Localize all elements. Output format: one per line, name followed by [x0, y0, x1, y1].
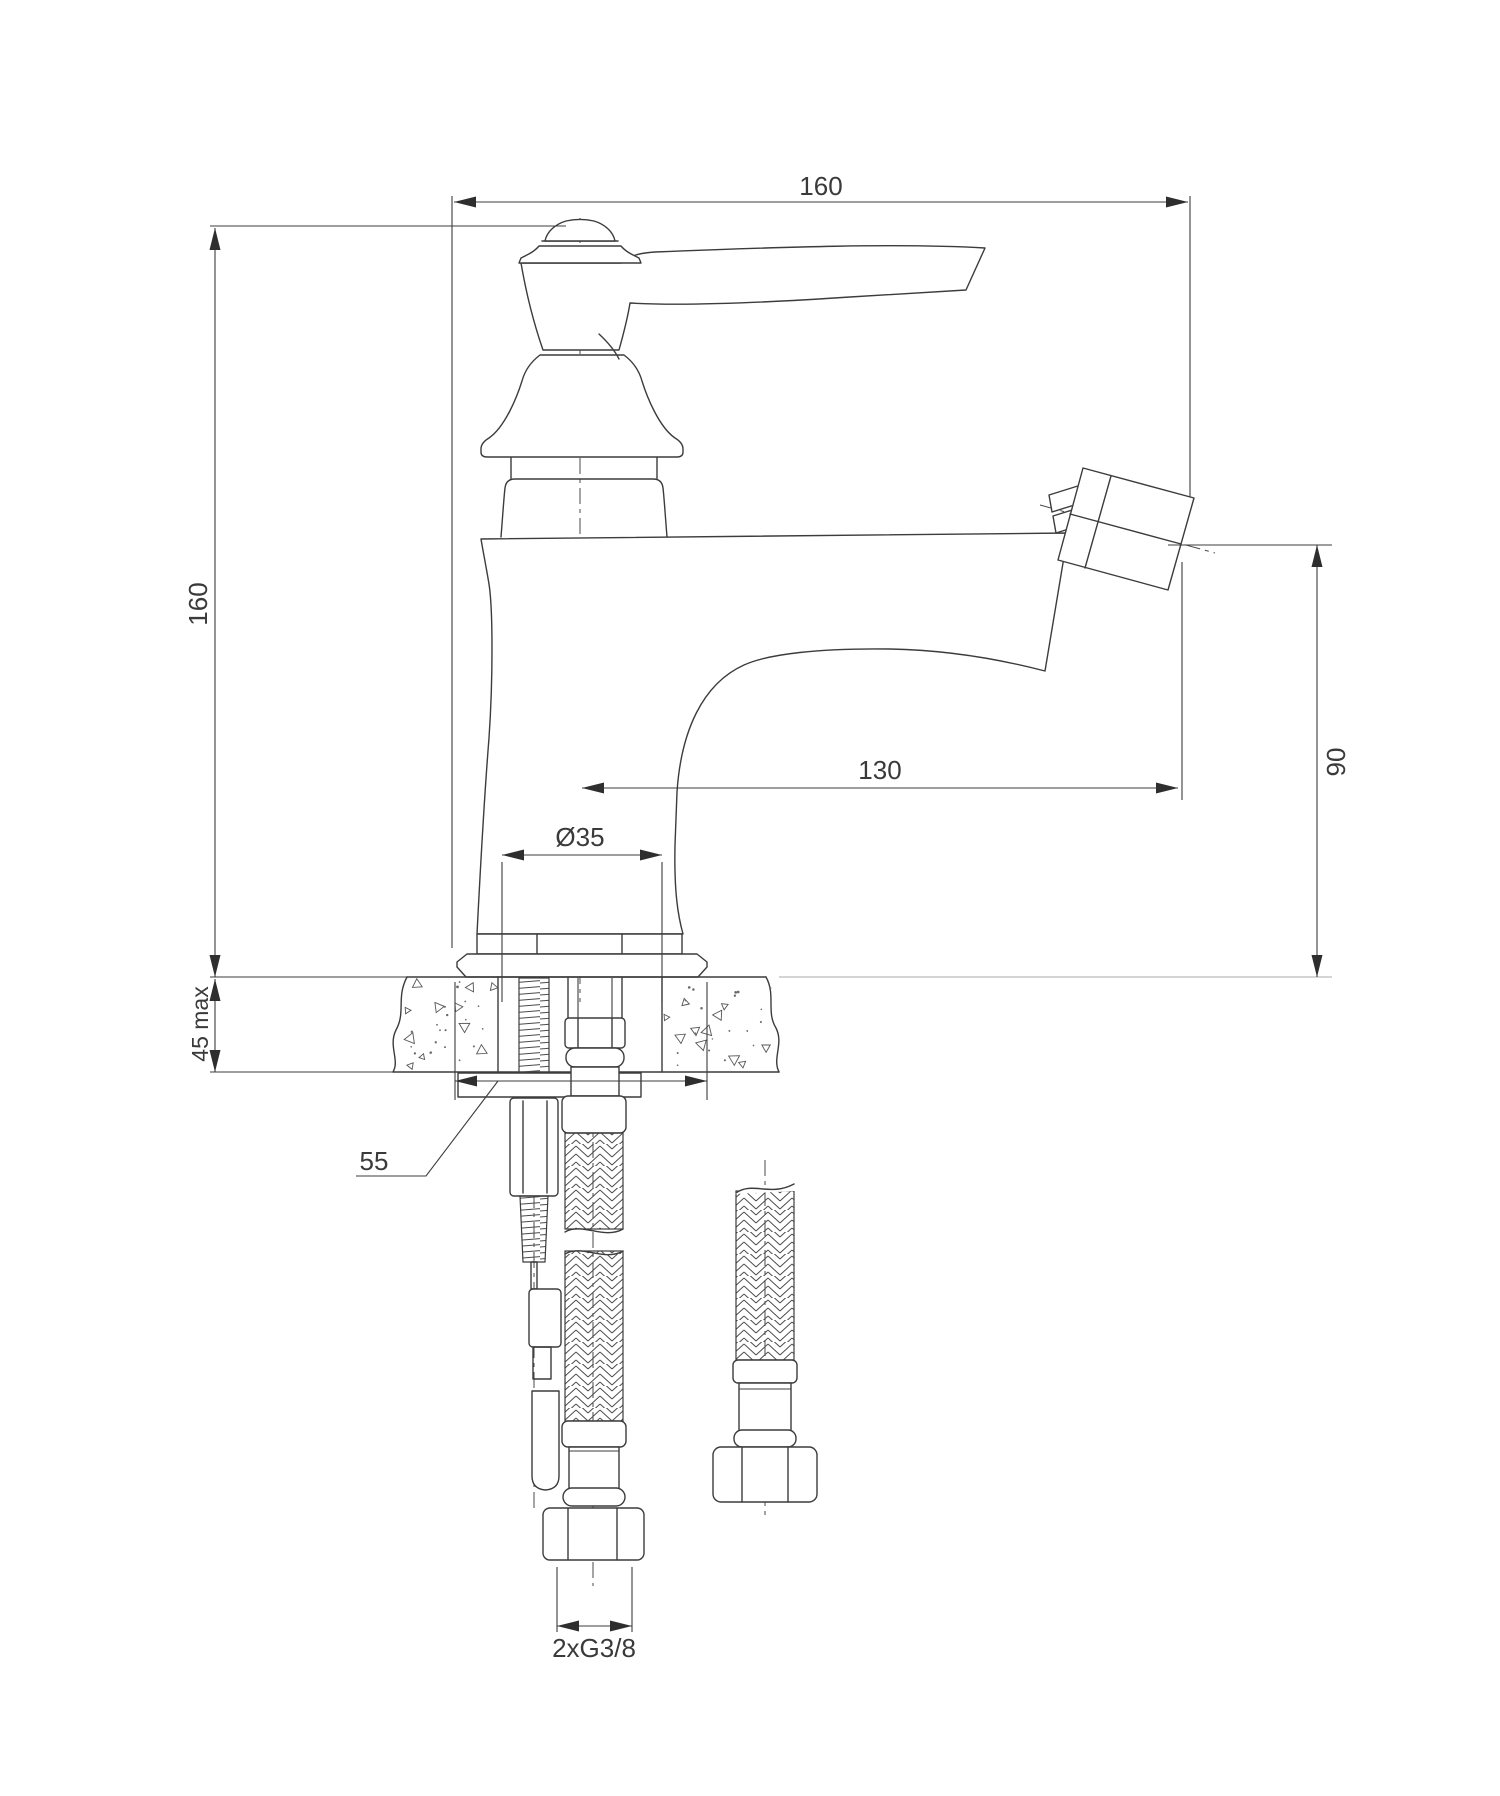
arrowhead	[1156, 782, 1178, 794]
pull-rod-lower	[532, 1346, 552, 1380]
dim-connection-thread-label: 2xG3/8	[552, 1633, 636, 1663]
arrowhead	[209, 979, 221, 1001]
dim-deck-thickness-label: 45 max	[187, 986, 213, 1062]
handle-lever	[520, 245, 986, 351]
arrowhead	[1311, 955, 1323, 977]
supply-hose-2	[712, 1183, 818, 1503]
arrowhead	[1166, 196, 1188, 208]
faucet-body-spout	[476, 532, 1069, 935]
dimension-body-diameter: Ø35	[501, 822, 663, 1002]
concrete-hatching	[403, 977, 772, 1071]
dimension-connection-thread: 2xG3/8	[552, 1567, 636, 1663]
arrowhead	[209, 1050, 221, 1072]
hose2-bead	[733, 1429, 797, 1448]
hose1-braid-lower	[564, 1250, 624, 1422]
dim-overall-height-label: 160	[183, 582, 213, 625]
deck-break-left	[392, 976, 408, 1073]
hose2-ferrule	[732, 1359, 798, 1384]
hose1-lower-ferrule	[561, 1420, 627, 1448]
dimension-overall-height: 160	[183, 225, 566, 977]
dimension-base-diameter: 55	[356, 982, 708, 1177]
supply-hose-1	[542, 977, 645, 1561]
hose1-upper-nut	[564, 1017, 626, 1049]
hose2-break-wave	[735, 1183, 795, 1194]
arrowhead	[640, 849, 662, 861]
arrowhead	[209, 228, 221, 250]
faucet	[456, 218, 1195, 978]
hose1-connection-nut	[542, 1507, 645, 1561]
leader-line	[356, 1080, 499, 1177]
dimension-spout-reach: 130	[582, 562, 1183, 800]
deck-break-right	[765, 976, 780, 1073]
dim-base-diameter-label: 55	[360, 1146, 389, 1176]
dim-outlet-height-label: 90	[1321, 748, 1351, 777]
hose2-braid	[735, 1190, 795, 1361]
dimension-outlet-height: 90	[779, 544, 1351, 978]
dim-overall-width-label: 160	[799, 171, 842, 201]
handle-accent-line	[598, 333, 620, 360]
hose1-braid-upper	[564, 1132, 624, 1230]
arrowhead	[685, 1075, 707, 1087]
arrowhead	[582, 782, 604, 794]
arrowhead	[502, 849, 524, 861]
arrowhead	[610, 1620, 632, 1632]
rod-coupler	[528, 1288, 562, 1348]
escutcheon	[476, 933, 683, 955]
arrowhead	[557, 1620, 579, 1632]
hose1-lower-tube	[568, 1446, 620, 1492]
hose1-break-wave-1	[564, 1228, 624, 1234]
arrowhead	[454, 196, 476, 208]
dimension-overall-width: 160	[451, 171, 1191, 948]
threaded-stud-in-deck	[518, 977, 550, 1074]
rod-end-sleeve	[531, 1390, 560, 1491]
cartridge-housing	[500, 478, 668, 538]
aerator-mid-line	[1069, 513, 1182, 545]
dim-spout-reach-label: 130	[858, 755, 901, 785]
hose1-upper-ferrule	[561, 1095, 627, 1134]
dimension-deck-thickness: 45 max	[187, 976, 407, 1073]
arrowhead	[1311, 545, 1323, 567]
cap-dome	[544, 218, 616, 242]
arrowhead	[455, 1075, 477, 1087]
hose1-lower-bead	[562, 1487, 626, 1507]
hose2-break-mask	[734, 1183, 796, 1194]
hose2-tube	[738, 1382, 792, 1433]
dim-body-diameter-label: Ø35	[555, 822, 604, 852]
hose1-upper-bead	[565, 1047, 625, 1068]
base-flange	[456, 953, 708, 978]
mounting-nut	[509, 1097, 559, 1197]
hose2-connection-nut	[712, 1446, 818, 1503]
handle-collar	[518, 245, 642, 264]
bonnet	[480, 354, 684, 458]
threaded-stud-exposed	[519, 1195, 549, 1263]
arrowhead	[209, 955, 221, 977]
